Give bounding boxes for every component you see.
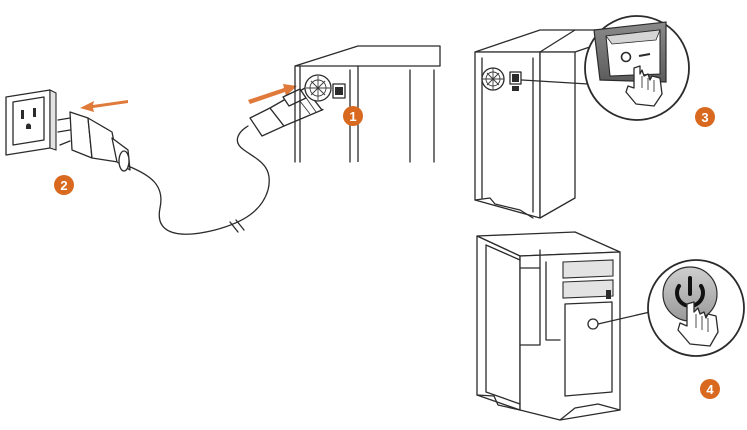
pc-case-rear-step3 — [474, 29, 641, 219]
step-number-2: 2 — [60, 178, 67, 193]
wall-outlet-icon — [5, 89, 57, 156]
pointing-hand-icon — [625, 65, 663, 107]
arrow-toward-outlet — [80, 100, 128, 112]
step-badge-2: 2 — [54, 175, 74, 195]
step-number-4: 4 — [706, 382, 714, 397]
power-button-zoom — [647, 259, 745, 357]
cord-tie — [229, 219, 245, 233]
step-number-3: 3 — [701, 110, 708, 125]
step-badge-3: 3 — [695, 107, 715, 127]
step-number-1: 1 — [349, 109, 356, 124]
step-badge-1: 1 — [343, 106, 363, 126]
pc-case-front-step4 — [476, 231, 651, 421]
arrow-toward-psu — [248, 84, 297, 104]
power-cord — [127, 125, 270, 235]
psu-switch-zoom — [584, 15, 690, 121]
pointing-hand-icon — [677, 301, 719, 347]
step-badge-4: 4 — [700, 379, 720, 399]
wall-plug — [57, 111, 131, 172]
rocker-switch-icon — [593, 21, 667, 83]
